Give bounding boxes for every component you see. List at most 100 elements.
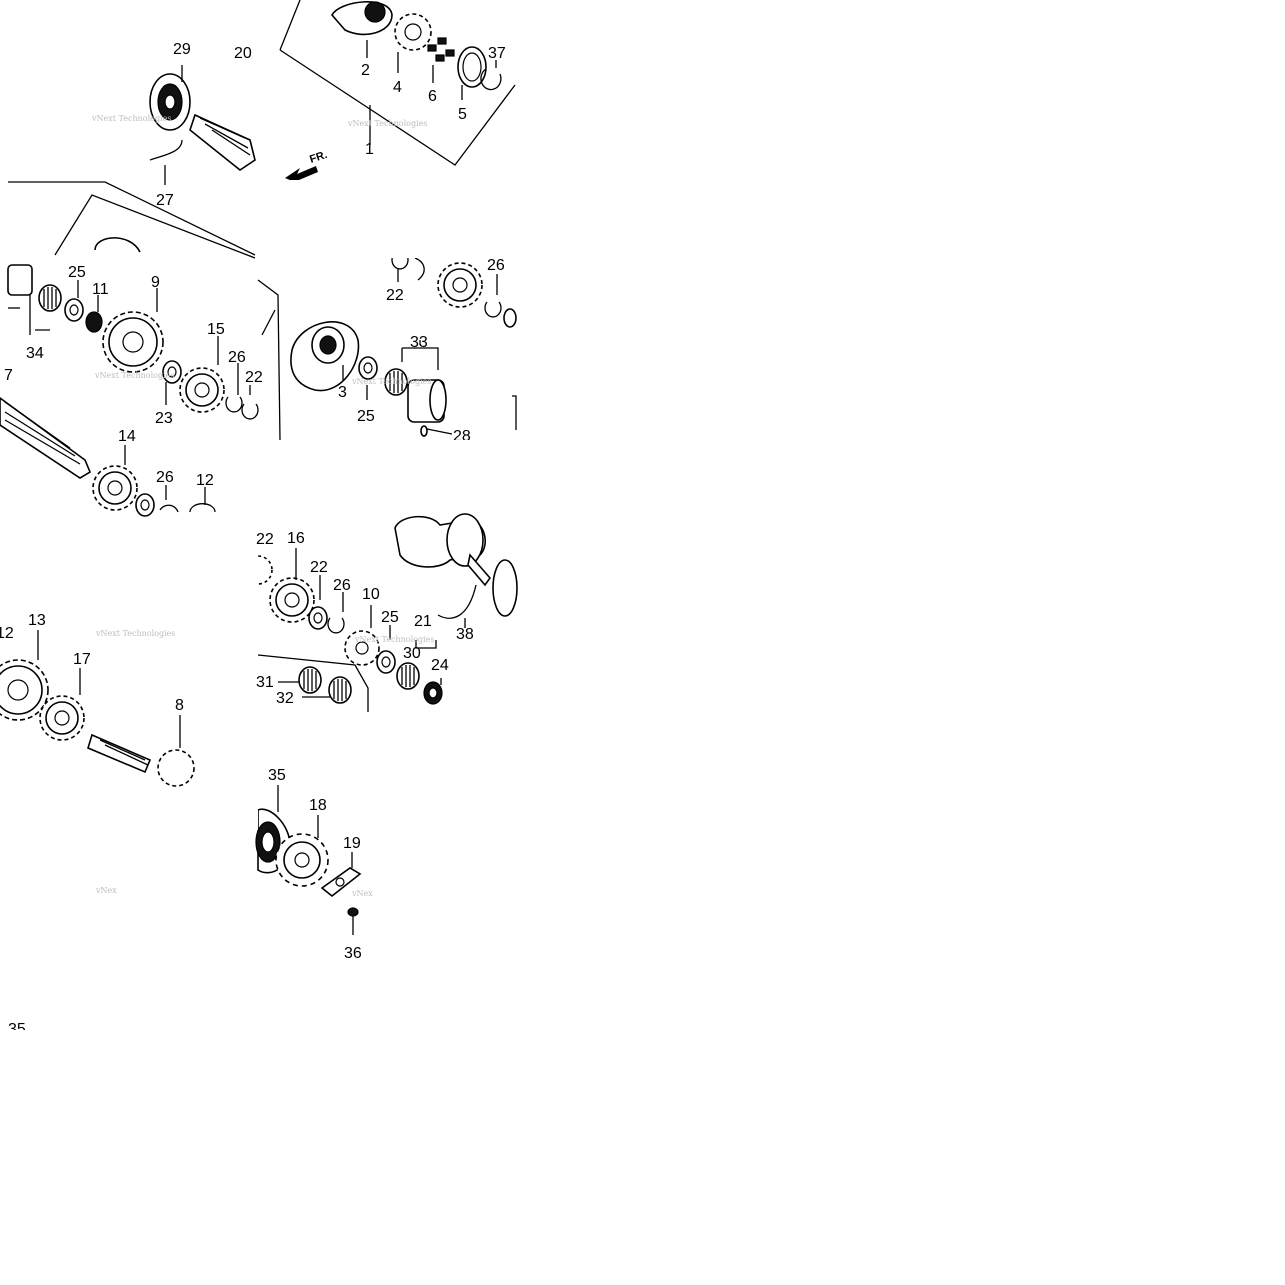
callout-9: 9 bbox=[151, 274, 160, 291]
callout-26-c: 26 bbox=[487, 257, 505, 274]
part-output-shaft bbox=[394, 513, 518, 617]
callout-10: 10 bbox=[362, 586, 380, 603]
callout-21: 21 bbox=[414, 613, 432, 630]
output-shaft-group bbox=[243, 513, 518, 712]
part-5-washer bbox=[457, 46, 487, 88]
callout-14: 14 bbox=[118, 428, 136, 445]
watermark: vNex bbox=[95, 886, 117, 895]
part-3-cam bbox=[290, 321, 360, 392]
callout-3: 3 bbox=[338, 384, 347, 401]
callout-37: 37 bbox=[488, 45, 506, 62]
part-26-circlip-right bbox=[484, 301, 502, 318]
part-22-washer bbox=[241, 403, 259, 420]
part-7-shaft bbox=[0, 397, 92, 479]
callout-18: 18 bbox=[309, 797, 327, 814]
callout-27: 27 bbox=[156, 192, 174, 209]
callout-12: 12 bbox=[196, 472, 214, 489]
part-36-bolt bbox=[347, 907, 359, 935]
callout-25-b: 25 bbox=[357, 408, 375, 425]
callout-35: 35 bbox=[268, 767, 286, 784]
part-6-clips bbox=[427, 37, 455, 62]
kick-spindle-group bbox=[257, 253, 517, 441]
callout-20: 20 bbox=[234, 45, 252, 62]
part-25-washer-c bbox=[376, 650, 396, 674]
watermark: vNext Technologies bbox=[91, 114, 171, 123]
part-28-pin bbox=[420, 425, 453, 437]
part-2-cam bbox=[331, 1, 393, 36]
part-25-washer-right bbox=[358, 356, 378, 380]
callout-8: 8 bbox=[175, 697, 184, 714]
part-8-shaft bbox=[87, 733, 152, 774]
callout-labels: 29 20 2 4 6 5 37 1 27 25 11 9 34 15 26 2… bbox=[0, 41, 506, 1038]
sprocket-group bbox=[255, 785, 362, 935]
kickstarter-group-top: FR. bbox=[149, 0, 516, 185]
callout-12-partial: 12 bbox=[0, 625, 14, 642]
callout-7: 7 bbox=[4, 367, 13, 384]
part-34-bearing bbox=[38, 284, 62, 312]
callout-1: 1 bbox=[365, 141, 374, 158]
callout-17: 17 bbox=[73, 651, 91, 668]
front-direction-arrow: FR. bbox=[285, 149, 329, 185]
callout-26-b: 26 bbox=[156, 469, 174, 486]
callout-4: 4 bbox=[393, 79, 402, 96]
part-4-ratchet bbox=[394, 13, 432, 51]
part-22-washer-b bbox=[308, 606, 328, 630]
callout-16: 16 bbox=[287, 530, 305, 547]
part-14-gear bbox=[92, 465, 138, 511]
part-10-gear bbox=[344, 630, 380, 666]
part-30-bearing bbox=[396, 662, 420, 690]
callout-6: 6 bbox=[428, 88, 437, 105]
callout-25: 25 bbox=[68, 264, 86, 281]
part-15-gear bbox=[179, 367, 225, 413]
part-25-washer bbox=[64, 298, 84, 322]
callout-15: 15 bbox=[207, 321, 225, 338]
part-32-bearing bbox=[328, 676, 352, 704]
part-13-gear bbox=[0, 659, 49, 721]
part-16-gear bbox=[269, 577, 315, 623]
part-11-bushing bbox=[85, 311, 103, 333]
part-18-sprocket bbox=[275, 833, 329, 887]
mainshaft-group bbox=[0, 630, 195, 787]
part-26-circlip-c bbox=[327, 617, 345, 634]
callout-38: 38 bbox=[456, 626, 474, 643]
callout-30: 30 bbox=[403, 645, 421, 662]
callout-25-c: 25 bbox=[381, 609, 399, 626]
part-8-gear bbox=[157, 749, 195, 787]
part-31-bearing bbox=[298, 666, 322, 694]
tile-masks bbox=[0, 180, 516, 1040]
part-19-plate bbox=[320, 867, 362, 898]
callout-26-d: 26 bbox=[333, 577, 351, 594]
callout-22-d: 22 bbox=[310, 559, 328, 576]
part-9-gear bbox=[102, 311, 164, 373]
part-20-shaft bbox=[189, 113, 256, 171]
callout-33: 33 bbox=[410, 334, 428, 351]
callout-26: 26 bbox=[228, 349, 246, 366]
watermark: vNext Technologies bbox=[94, 371, 174, 380]
part-38-halfring bbox=[437, 584, 477, 619]
countershaft-group bbox=[0, 181, 259, 517]
callout-2: 2 bbox=[361, 62, 370, 79]
part-33-sleeve bbox=[407, 379, 447, 423]
watermarks: vNext Technologies vNext Technologies vN… bbox=[91, 114, 434, 898]
part-26-circlip-b bbox=[135, 493, 155, 517]
fr-label: FR. bbox=[308, 149, 329, 166]
callout-5: 5 bbox=[458, 106, 467, 123]
part-34-sleeve bbox=[7, 264, 33, 309]
watermark: vNext Technologies bbox=[351, 377, 431, 386]
callout-32: 32 bbox=[276, 690, 294, 707]
callout-36: 36 bbox=[344, 945, 362, 962]
part-26-circlip bbox=[225, 396, 243, 413]
part-gear-top-right bbox=[437, 262, 483, 308]
part-17-gear bbox=[39, 695, 85, 741]
part-37-circlip bbox=[480, 68, 502, 91]
watermark: vNext Technologies bbox=[354, 635, 434, 644]
callout-31: 31 bbox=[256, 674, 274, 691]
part-24-seal bbox=[423, 681, 443, 705]
callout-34: 34 bbox=[26, 345, 44, 362]
callout-29: 29 bbox=[173, 41, 191, 58]
callout-24: 24 bbox=[431, 657, 449, 674]
callout-19: 19 bbox=[343, 835, 361, 852]
callout-22: 22 bbox=[386, 287, 404, 304]
callout-22-c: 22 bbox=[256, 531, 274, 548]
